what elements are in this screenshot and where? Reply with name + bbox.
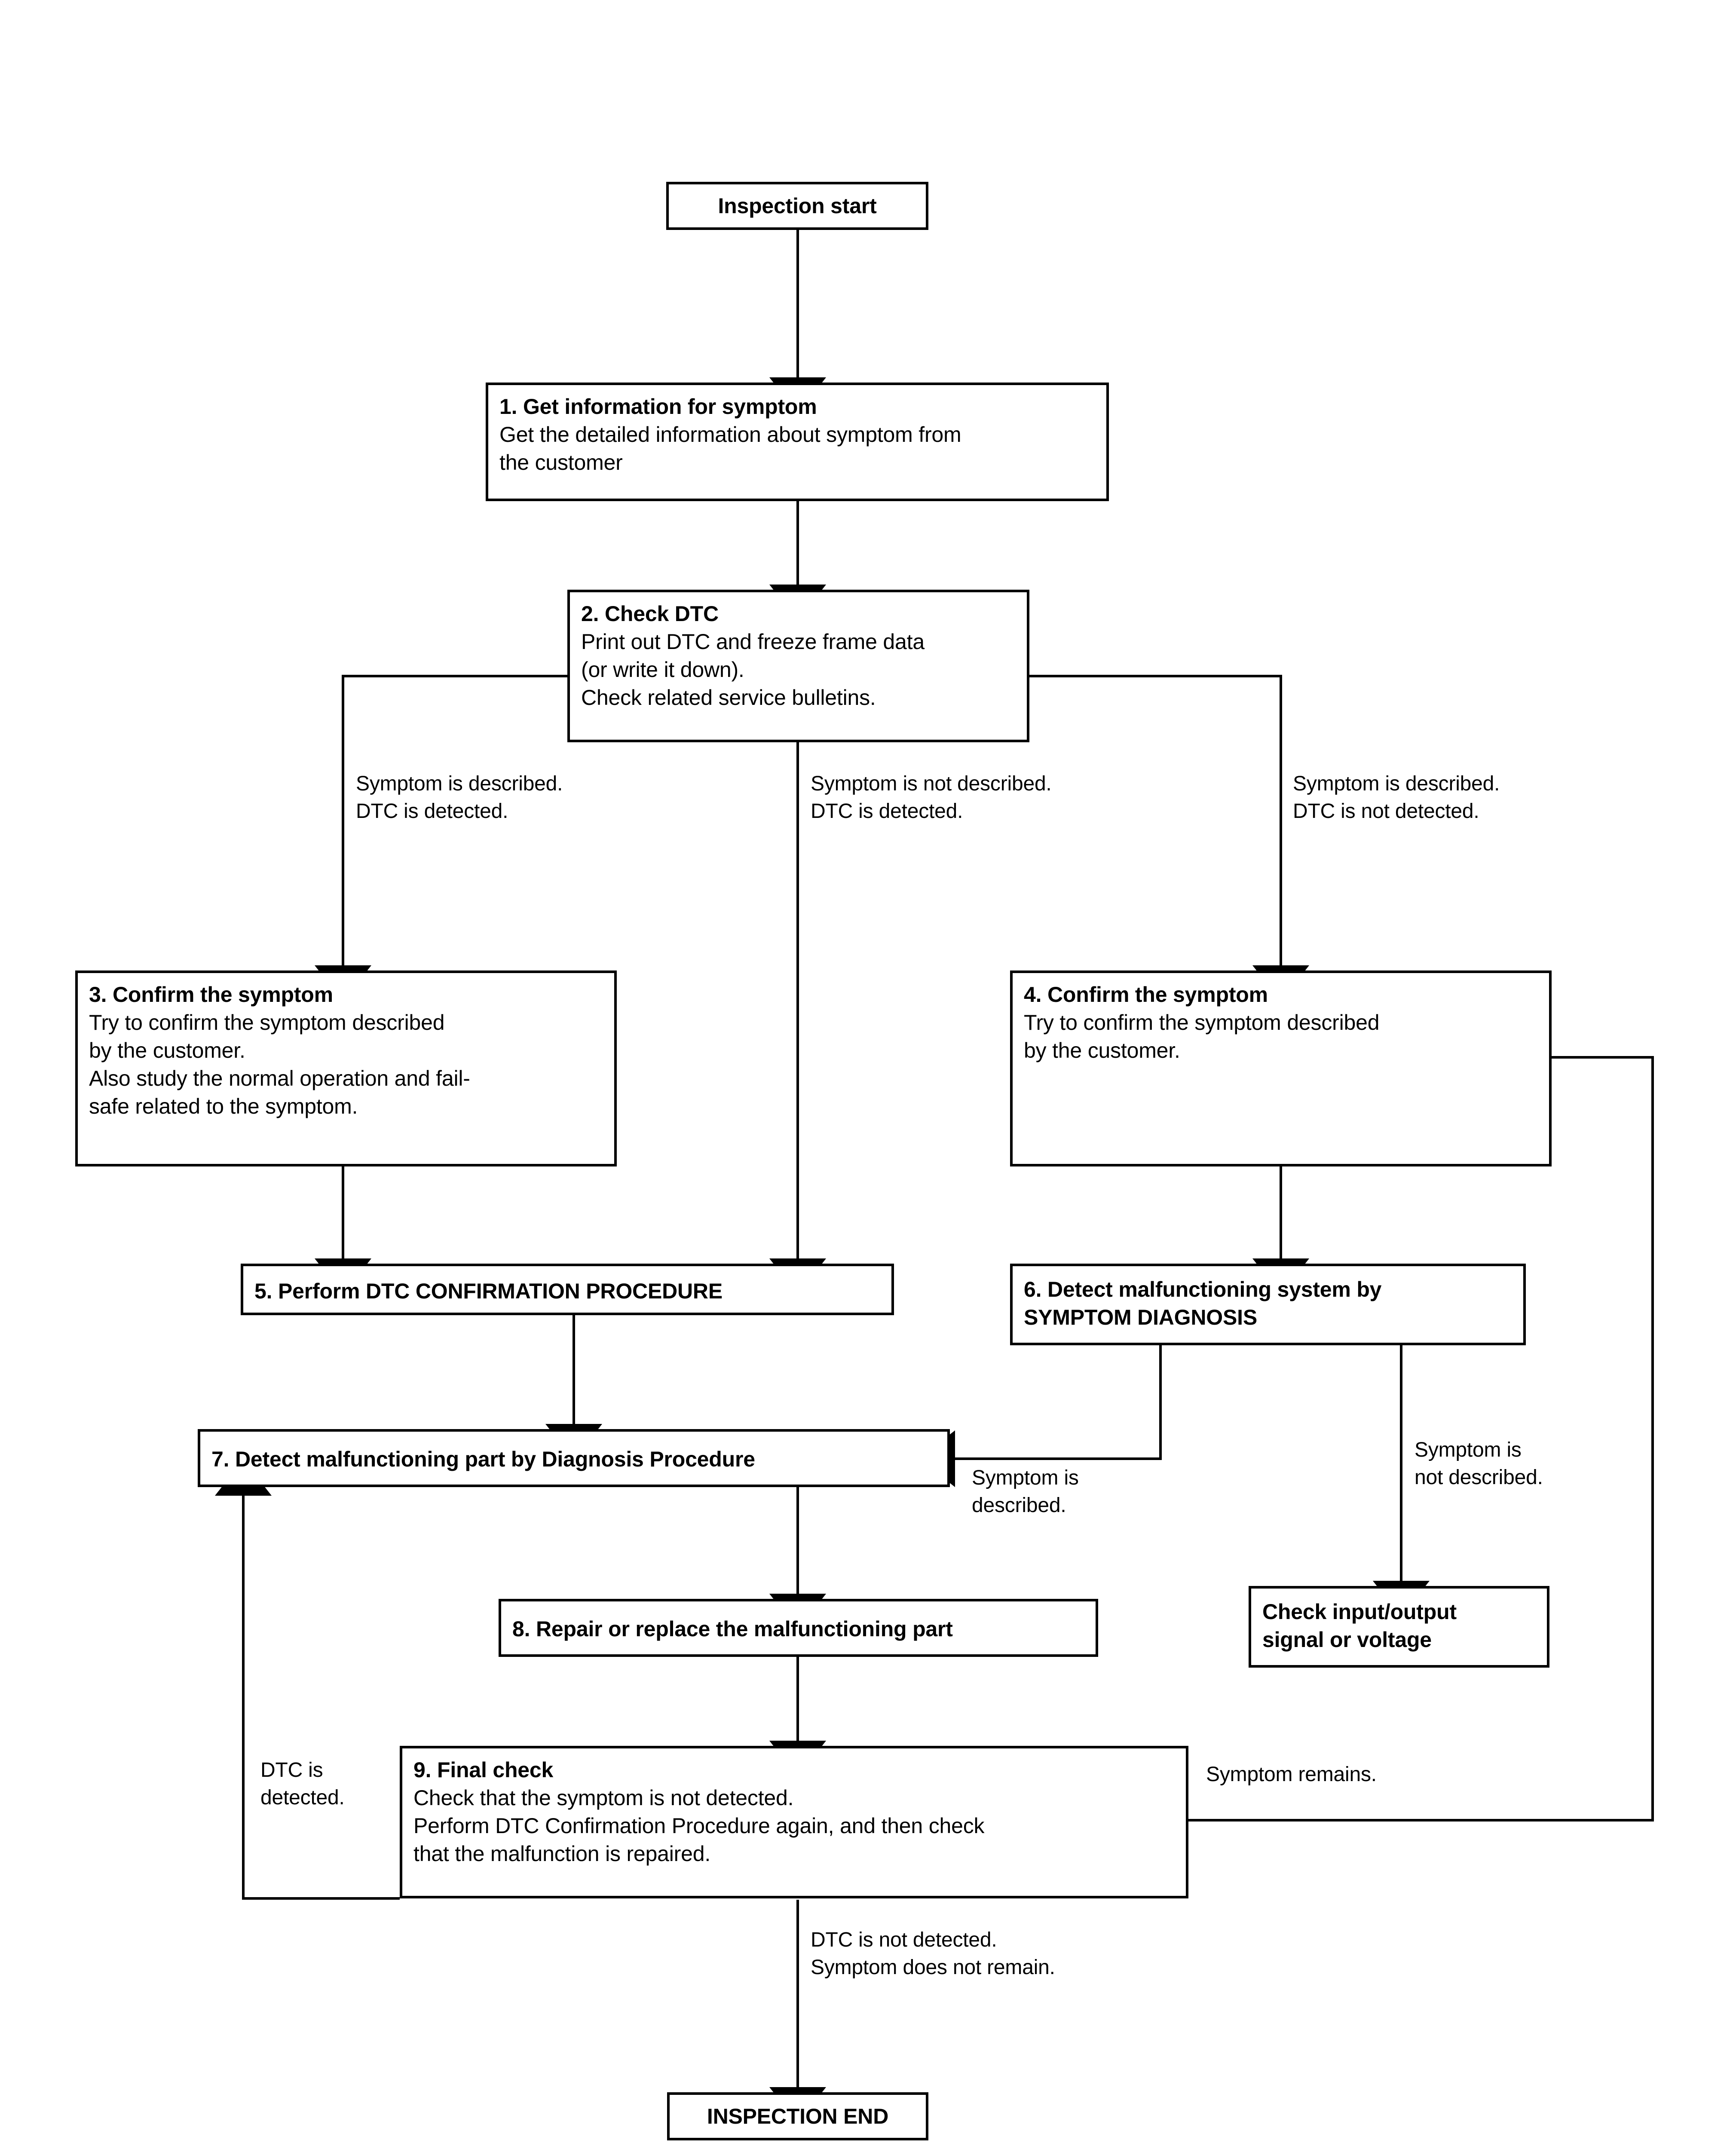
node-step-2-body: Print out DTC and freeze frame data (or … [581, 630, 925, 710]
node-step-7-title: 7. Detect malfunctioning part by Diagnos… [211, 1447, 755, 1471]
edge-label-symptom-remains: Symptom remains. [1203, 1760, 1379, 1789]
node-step-2-title: 2. Check DTC [581, 602, 719, 626]
node-check-input-output[interactable]: Check input/output signal or voltage [1249, 1586, 1549, 1668]
node-step-1-body: Get the detailed information about sympt… [499, 422, 961, 474]
node-step-6[interactable]: 6. Detect malfunctioning system by SYMPT… [1010, 1264, 1526, 1345]
edge-label-symptom-described: Symptom is described. [969, 1463, 1081, 1520]
edge-9-to-7-dtc-detected [215, 1460, 400, 1900]
node-step-3-title: 3. Confirm the symptom [89, 983, 333, 1007]
node-inspection-end[interactable]: INSPECTION END [667, 2092, 928, 2140]
node-step-4[interactable]: 4. Confirm the symptom Try to confirm th… [1010, 970, 1552, 1166]
edge-label-dtc-not-detected: DTC is not detected. Symptom does not re… [808, 1926, 1058, 1982]
node-inspection-start[interactable]: Inspection start [666, 182, 928, 230]
node-step-5[interactable]: 5. Perform DTC CONFIRMATION PROCEDURE [241, 1264, 894, 1315]
node-step-9[interactable]: 9. Final check Check that the symptom is… [400, 1746, 1188, 1898]
node-step-9-body: Check that the symptom is not detected. … [413, 1786, 985, 1866]
edge-label-branch-right: Symptom is described. DTC is not detecte… [1290, 769, 1503, 826]
edge-label-branch-middle: Symptom is not described. DTC is detecte… [808, 769, 1054, 826]
node-check-input-output-title: Check input/output signal or voltage [1262, 1600, 1457, 1652]
node-step-3-body: Try to confirm the symptom described by … [89, 1010, 470, 1118]
edge-2-to-4 [1029, 675, 1309, 1001]
node-step-6-title: 6. Detect malfunctioning system by SYMPT… [1024, 1277, 1382, 1329]
node-inspection-start-title: Inspection start [718, 194, 877, 218]
edge-label-symptom-not-described: Symptom is not described. [1412, 1436, 1546, 1492]
node-step-8-title: 8. Repair or replace the malfunctioning … [512, 1617, 953, 1641]
node-step-5-title: 5. Perform DTC CONFIRMATION PROCEDURE [254, 1279, 723, 1303]
node-inspection-end-title: INSPECTION END [707, 2104, 889, 2128]
node-step-2[interactable]: 2. Check DTC Print out DTC and freeze fr… [567, 590, 1029, 742]
edge-label-branch-left: Symptom is described. DTC is detected. [353, 769, 566, 826]
node-step-4-title: 4. Confirm the symptom [1024, 983, 1268, 1007]
node-step-9-title: 9. Final check [413, 1758, 554, 1782]
node-step-3[interactable]: 3. Confirm the symptom Try to confirm th… [75, 970, 617, 1166]
edge-6-to-7 [919, 1345, 1162, 1487]
node-step-1-title: 1. Get information for symptom [499, 395, 817, 419]
node-step-1[interactable]: 1. Get information for symptom Get the d… [486, 383, 1109, 501]
node-step-4-body: Try to confirm the symptom described by … [1024, 1010, 1380, 1062]
node-step-8[interactable]: 8. Repair or replace the malfunctioning … [499, 1599, 1098, 1657]
edge-label-dtc-is-detected: DTC is detected. [258, 1756, 347, 1812]
node-step-7[interactable]: 7. Detect malfunctioning part by Diagnos… [198, 1429, 950, 1487]
